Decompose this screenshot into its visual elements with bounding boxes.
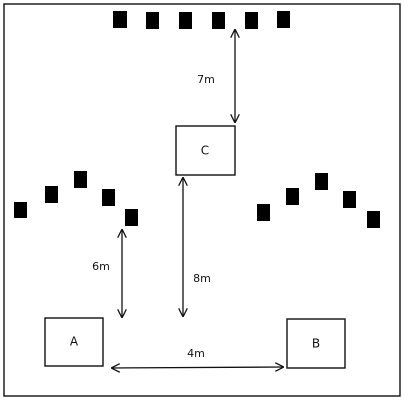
marker-right-1 [257,204,270,221]
left-arc-markers [14,171,138,226]
box-b-label: B [312,337,320,351]
marker-left-1 [14,202,27,218]
marker-right-2 [286,188,299,205]
box-a-label: A [70,335,79,349]
marker-left-5 [125,209,138,226]
label-4m: 4m [187,347,205,360]
box-a: A [44,317,104,367]
top-row-markers [113,11,290,29]
dimension-c-to-bottom: 8m [183,178,211,316]
right-arc-markers [257,173,380,228]
marker-left-2 [45,186,58,203]
box-c: C [175,125,236,176]
marker-right-5 [367,211,380,228]
marker-top-6 [277,11,290,28]
dimension-left-group-to-a: 6m [92,230,122,317]
label-6m: 6m [92,260,110,273]
marker-right-4 [343,191,356,208]
dimension-top-to-c: 7m [197,30,235,122]
marker-right-3 [315,173,328,190]
box-c-label: C [201,144,209,158]
box-b: B [286,318,346,369]
marker-top-3 [179,12,192,29]
outer-frame [3,3,401,397]
marker-left-3 [74,171,87,188]
marker-top-2 [146,12,159,29]
label-7m: 7m [197,73,215,86]
marker-top-5 [245,12,258,29]
label-8m: 8m [193,272,211,285]
marker-left-4 [102,189,115,206]
marker-top-1 [113,11,127,28]
marker-top-4 [212,12,225,29]
dimension-a-to-b: 4m [112,347,283,368]
